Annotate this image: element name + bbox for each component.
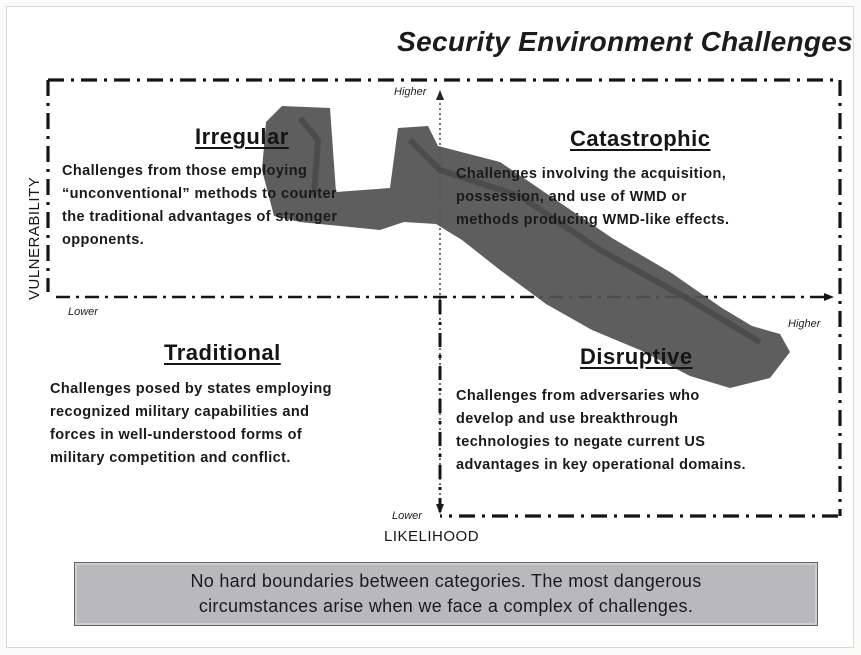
x-axis-low-label: Lower [392, 510, 422, 522]
quadrant-title-catastrophic: Catastrophic [570, 126, 711, 151]
text-line: advantages in key operational domains. [456, 457, 746, 473]
y-axis-title: VULNERABILITY [26, 176, 43, 300]
quadrant-title-traditional: Traditional [164, 340, 281, 365]
text-line: methods producing WMD-like effects. [456, 212, 730, 228]
x-axis-high-label: Higher [788, 318, 821, 330]
quadrant-text-irregular: Challenges from those employing “unconve… [62, 160, 442, 252]
quadrant-text-traditional: Challenges posed by states employing rec… [50, 378, 435, 470]
footer-note-box: No hard boundaries between categories. T… [74, 562, 818, 626]
text-line: Challenges involving the acquisition, [456, 166, 727, 182]
text-line: technologies to negate current US [456, 434, 706, 450]
quadrant-title-disruptive: Disruptive [580, 344, 693, 369]
quadrant-text-catastrophic: Challenges involving the acquisition, po… [456, 163, 836, 232]
text-line: forces in well-understood forms of [50, 427, 303, 443]
y-axis-high-label: Higher [394, 86, 427, 98]
quadrant-title-irregular: Irregular [195, 124, 289, 149]
x-axis-title: LIKELIHOOD [384, 528, 480, 545]
slide [6, 6, 854, 648]
text-line: military competition and conflict. [50, 450, 291, 466]
text-line: possession, and use of WMD or [456, 189, 687, 205]
footer-line: circumstances arise when we face a compl… [198, 596, 694, 616]
text-line: “unconventional” methods to counter [62, 186, 338, 202]
text-line: Challenges from those employing [62, 163, 308, 179]
footer-note: No hard boundaries between categories. T… [190, 569, 701, 619]
text-line: the traditional advantages of stronger [62, 209, 338, 225]
y-axis-low-label: Lower [68, 306, 98, 318]
quadrant-text-disruptive: Challenges from adversaries who develop … [456, 385, 841, 477]
text-line: opponents. [62, 232, 145, 248]
text-line: Challenges posed by states employing [50, 381, 332, 397]
text-line: Challenges from adversaries who [456, 388, 700, 404]
text-line: develop and use breakthrough [456, 411, 679, 427]
footer-line: No hard boundaries between categories. T… [190, 571, 702, 591]
text-line: recognized military capabilities and [50, 404, 310, 420]
page-title: Security Environment Challenges [397, 26, 853, 57]
